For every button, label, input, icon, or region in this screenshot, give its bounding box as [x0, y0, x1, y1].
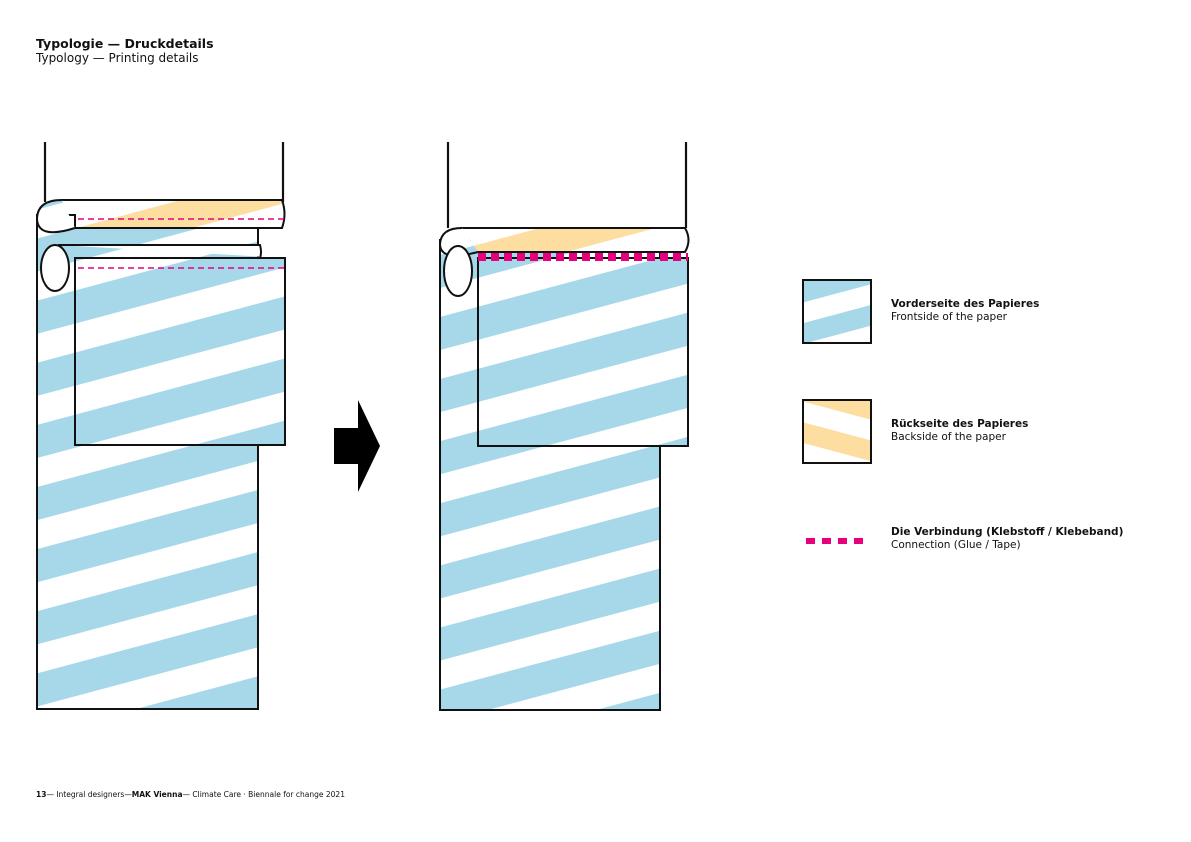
legend-front: Vorderseite des Papieres Frontside of th…: [891, 298, 1039, 324]
legend-connection-title: Die Verbindung (Klebstoff / Klebeband): [891, 526, 1124, 538]
header: Typologie — Druckdetails Typology — Prin…: [36, 36, 214, 65]
top-roll-backside: [462, 227, 690, 253]
footer-brand: MAK Vienna: [131, 790, 183, 799]
front-paper-sheet: [74, 257, 286, 446]
legend-back: Rückseite des Papieres Backside of the p…: [891, 418, 1028, 444]
legend-connection: Die Verbindung (Klebstoff / Klebeband) C…: [891, 526, 1123, 552]
legend-back-title: Rückseite des Papieres: [891, 418, 1029, 430]
left-illustration: [35, 142, 286, 710]
page-subtitle: Typology — Printing details: [36, 51, 199, 65]
legend-connection-subtitle: Connection (Glue / Tape): [891, 539, 1021, 551]
legend-front-title: Vorderseite des Papieres: [891, 298, 1040, 310]
footer-part1: — Integral designers—: [46, 790, 132, 799]
back-swatch: [802, 399, 872, 464]
roll-end: [443, 245, 473, 297]
front-swatch: [802, 279, 872, 344]
top-roll-curl: [35, 199, 76, 234]
page-title: Typologie — Druckdetails: [36, 36, 214, 51]
footer-part2: — Climate Care · Biennale for change 202…: [182, 790, 345, 799]
front-paper-sheet: [477, 257, 689, 447]
footer: 13— Integral designers—MAK Vienna— Clima…: [36, 790, 345, 799]
top-roll-backside: [62, 199, 286, 229]
right-arrow-icon: [334, 400, 380, 492]
second-roll-end: [40, 244, 70, 292]
footer-page-number: 13: [36, 790, 47, 799]
right-illustration: [438, 142, 690, 711]
legend-back-subtitle: Backside of the paper: [891, 431, 1006, 443]
legend-front-subtitle: Frontside of the paper: [891, 311, 1007, 323]
